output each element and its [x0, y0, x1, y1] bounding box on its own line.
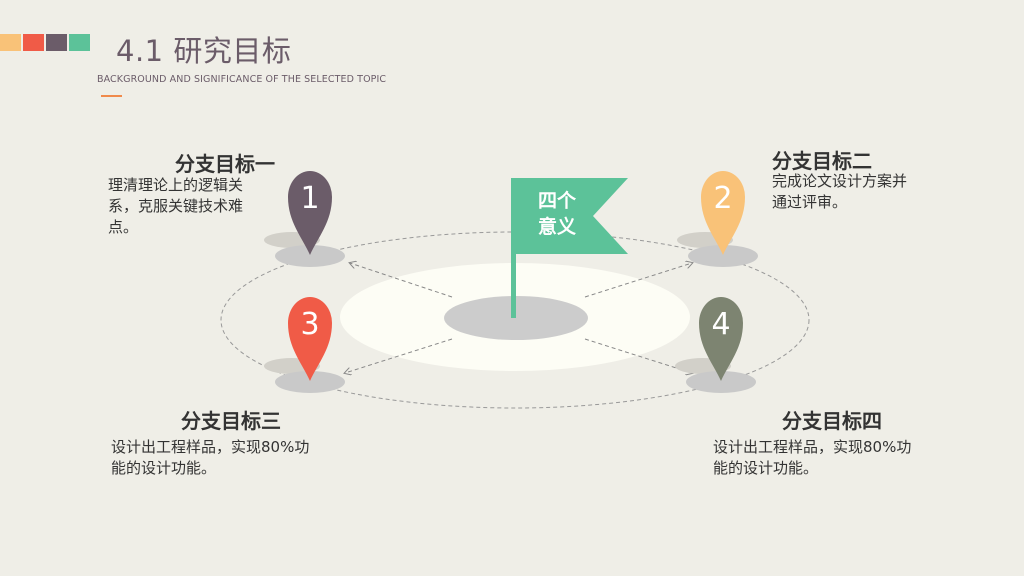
arrow-to-goal-4 — [584, 338, 692, 373]
goal-desc-line: 点。 — [108, 218, 139, 236]
accent-square-purple — [46, 34, 67, 51]
arrow-to-goal-3 — [345, 338, 453, 373]
arrow-to-goal-1 — [350, 263, 453, 298]
map-pin-icon — [701, 170, 745, 255]
goal-desc-3: 设计出工程样品，实现80%功 能的设计功能。 — [111, 437, 351, 479]
goal-number-1: 1 — [300, 181, 319, 216]
page-subtitle: BACKGROUND AND SIGNIFICANCE OF THE SELEC… — [97, 74, 387, 85]
goal-title-1: 分支目标一 — [175, 152, 275, 176]
goal-desc-line: 能的设计功能。 — [713, 459, 819, 477]
goal-desc-line: 理清理论上的逻辑关 — [108, 176, 244, 194]
goal-number-4: 4 — [711, 307, 730, 342]
goal-desc-line: 完成论文设计方案并 — [772, 172, 908, 190]
goal-desc-line: 设计出工程样品，实现80%功 — [111, 438, 310, 456]
accent-square-green — [69, 34, 90, 51]
goal-number-3: 3 — [300, 307, 319, 342]
goal-desc-line: 能的设计功能。 — [111, 459, 217, 477]
accent-square-orange — [0, 34, 21, 51]
goal-number-2: 2 — [713, 181, 732, 216]
goal-pin-4: 4 — [675, 297, 756, 393]
accent-square-red — [23, 34, 44, 51]
map-pin-icon — [288, 297, 332, 381]
goal-pin-3: 3 — [264, 297, 345, 393]
goal-pin-1: 1 — [264, 171, 345, 267]
goal-title-2: 分支目标二 — [772, 149, 872, 173]
goal-desc-2: 完成论文设计方案并 通过评审。 — [772, 171, 942, 213]
page-title: 4.1 研究目标 — [116, 34, 292, 68]
map-pin-icon — [288, 171, 332, 255]
goal-desc-4: 设计出工程样品，实现80%功 能的设计功能。 — [713, 437, 953, 479]
goal-pin-2: 2 — [677, 170, 758, 267]
goal-desc-1: 理清理论上的逻辑关 系，克服关键技术难 点。 — [108, 175, 278, 238]
flag-label-line1: 四个 — [538, 190, 577, 212]
flag-pole — [511, 178, 516, 318]
title-underline — [101, 95, 122, 97]
goal-title-4: 分支目标四 — [782, 409, 882, 433]
flag-label-line2: 意义 — [538, 215, 576, 238]
flag-icon — [516, 178, 628, 254]
goal-desc-line: 系，克服关键技术难 — [108, 197, 244, 215]
arrow-to-goal-2 — [584, 263, 692, 298]
goal-title-3: 分支目标三 — [181, 409, 281, 433]
goal-desc-line: 通过评审。 — [772, 193, 848, 211]
goal-desc-line: 设计出工程样品，实现80%功 — [713, 438, 912, 456]
map-pin-icon — [699, 297, 743, 381]
